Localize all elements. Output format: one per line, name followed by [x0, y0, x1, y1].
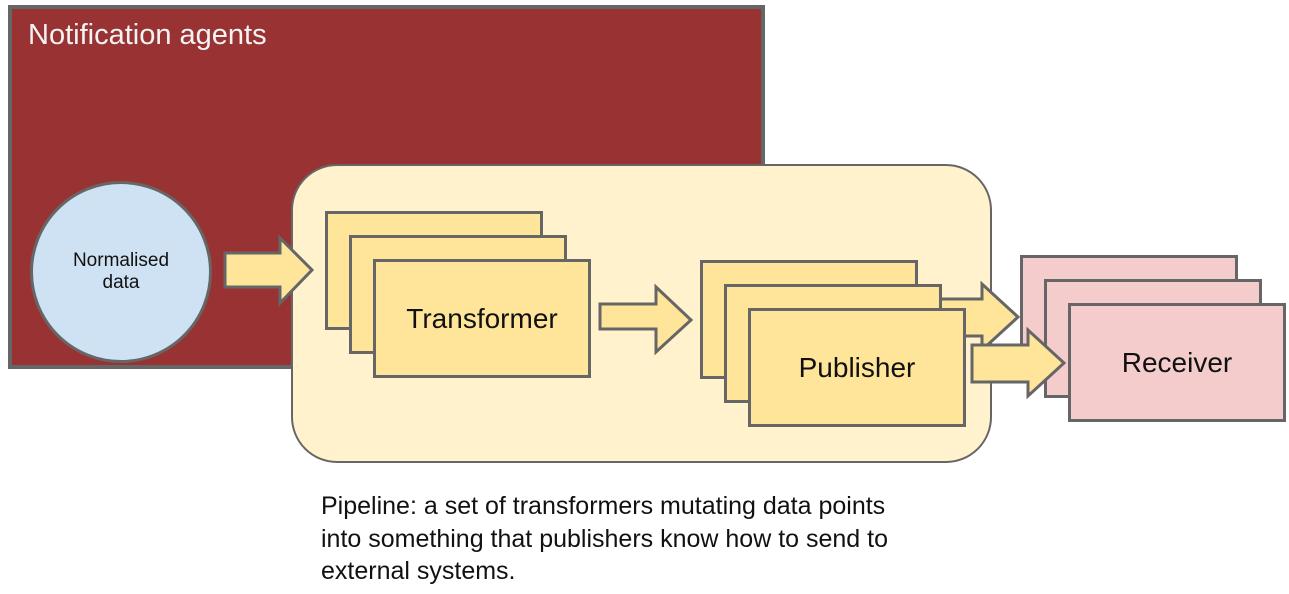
receiver-label: Receiver [1121, 346, 1233, 378]
pipeline-caption-line: into something that publishers know how … [321, 524, 889, 553]
normalised-data-circle: Normalised data [30, 181, 212, 363]
publisher-label: Publisher [798, 351, 916, 383]
pipeline-caption-line: Pipeline: a set of transformers mutating… [321, 492, 886, 520]
normalised-data-label: Normalised data [72, 249, 170, 293]
pipeline-caption-line: external systems. [321, 557, 516, 585]
transformer-label: Transformer [406, 302, 558, 334]
pipeline-caption: Pipeline: a set of transformers mutating… [321, 490, 1001, 588]
receiver-card-front: Receiver [1068, 303, 1286, 422]
publisher-card-front: Publisher [748, 308, 966, 427]
transformer-card-front: Transformer [373, 259, 591, 378]
notification-agents-label: Notification agents [28, 19, 267, 51]
